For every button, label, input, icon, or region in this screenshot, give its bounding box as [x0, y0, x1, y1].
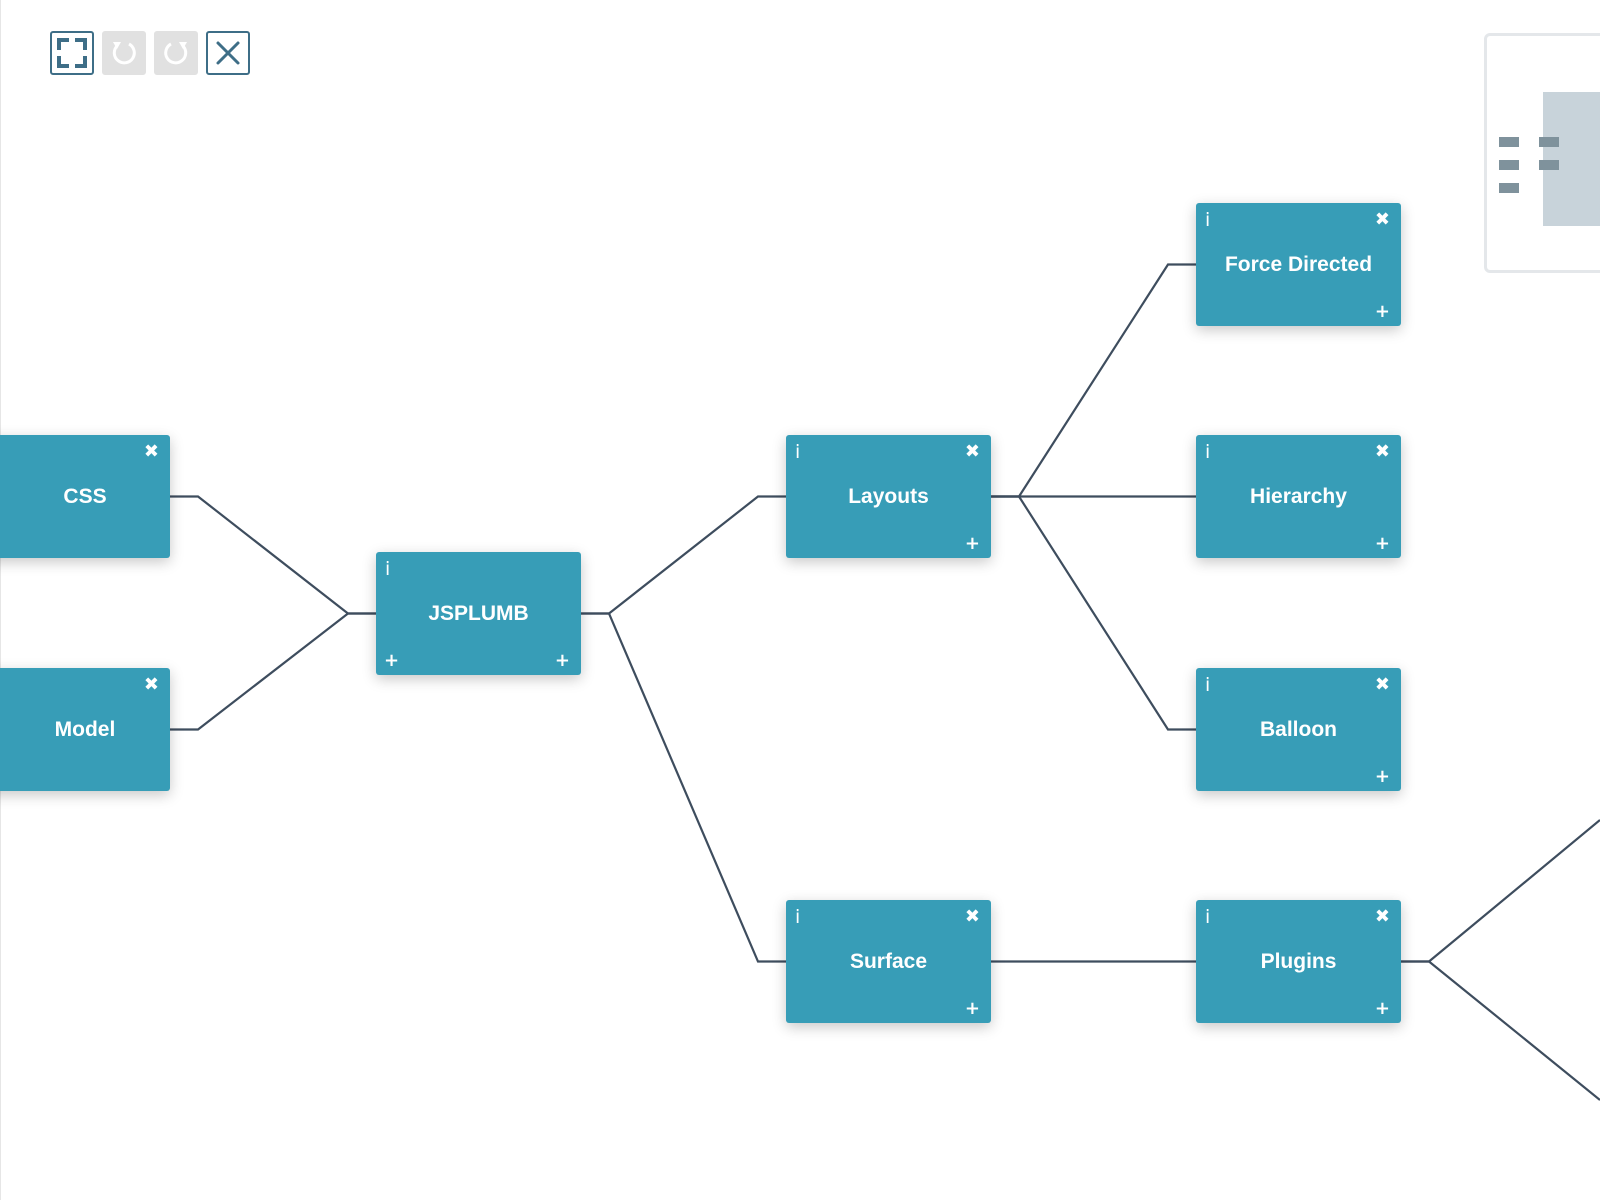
- delete-icon[interactable]: ✖: [1374, 906, 1390, 927]
- edge-layouts-force_directed[interactable]: [991, 263, 1196, 498]
- info-icon[interactable]: i: [795, 906, 801, 928]
- canvas-toolbar: [50, 31, 250, 75]
- delete-icon[interactable]: ✖: [1374, 441, 1390, 462]
- delete-icon[interactable]: ✖: [143, 674, 159, 695]
- node-balloon[interactable]: i ✖ Balloon +: [1196, 668, 1401, 791]
- node-label: Force Directed: [1224, 252, 1373, 276]
- close-icon: [216, 41, 240, 65]
- info-icon[interactable]: i: [795, 441, 801, 463]
- add-child-icon[interactable]: +: [964, 533, 980, 554]
- miniview-viewport[interactable]: [1543, 92, 1600, 226]
- edge-model-jsplumb[interactable]: [170, 612, 376, 731]
- delete-icon[interactable]: ✖: [964, 441, 980, 462]
- undo-icon: [112, 42, 136, 65]
- info-icon[interactable]: i: [1205, 209, 1211, 231]
- node-label: Surface: [849, 949, 928, 973]
- node-label: Model: [54, 717, 116, 741]
- miniview-node: [1539, 160, 1559, 170]
- info-icon[interactable]: i: [1205, 906, 1211, 928]
- edge-css-jsplumb[interactable]: [170, 495, 376, 615]
- add-parent-icon[interactable]: +: [384, 650, 400, 671]
- add-child-icon[interactable]: +: [1374, 998, 1390, 1019]
- info-icon[interactable]: i: [1205, 441, 1211, 463]
- redo-button[interactable]: [154, 31, 198, 75]
- add-child-icon[interactable]: +: [1374, 766, 1390, 787]
- miniview-node: [1499, 160, 1519, 170]
- redo-icon: [164, 42, 188, 65]
- node-force-directed[interactable]: i ✖ Force Directed +: [1196, 203, 1401, 326]
- miniview[interactable]: [1484, 33, 1600, 273]
- node-jsplumb[interactable]: i JSPLUMB + +: [376, 552, 581, 675]
- miniview-node: [1539, 137, 1559, 147]
- info-icon[interactable]: i: [1205, 674, 1211, 696]
- node-plugins[interactable]: i ✖ Plugins +: [1196, 900, 1401, 1023]
- add-child-icon[interactable]: +: [1374, 301, 1390, 322]
- node-css[interactable]: CSS ✖: [0, 435, 170, 558]
- edge-jsplumb-surface[interactable]: [581, 612, 786, 963]
- miniview-node: [1499, 137, 1519, 147]
- delete-icon[interactable]: ✖: [143, 441, 159, 462]
- node-label: Plugins: [1260, 949, 1337, 973]
- edge-plugins-offscreen-2[interactable]: [1401, 960, 1600, 1101]
- clear-button[interactable]: [206, 31, 250, 75]
- edge-jsplumb-layouts[interactable]: [581, 495, 786, 615]
- node-layouts[interactable]: i ✖ Layouts +: [786, 435, 991, 558]
- node-label: CSS: [63, 484, 107, 508]
- add-child-icon[interactable]: +: [964, 998, 980, 1019]
- undo-button[interactable]: [102, 31, 146, 75]
- node-model[interactable]: Model ✖: [0, 668, 170, 791]
- node-label: Balloon: [1260, 717, 1337, 741]
- edge-layouts-balloon[interactable]: [991, 495, 1196, 731]
- node-surface[interactable]: i ✖ Surface +: [786, 900, 991, 1023]
- canvas-left-border: [0, 0, 1, 1200]
- miniview-node: [1499, 183, 1519, 193]
- zoom-to-fit-button[interactable]: [50, 31, 94, 75]
- edge-plugins-offscreen-1[interactable]: [1401, 819, 1600, 963]
- add-child-icon[interactable]: +: [554, 650, 570, 671]
- delete-icon[interactable]: ✖: [964, 906, 980, 927]
- node-label: Hierarchy: [1250, 484, 1347, 508]
- delete-icon[interactable]: ✖: [1374, 209, 1390, 230]
- node-label: JSPLUMB: [428, 601, 529, 625]
- add-child-icon[interactable]: +: [1374, 533, 1390, 554]
- delete-icon[interactable]: ✖: [1374, 674, 1390, 695]
- info-icon[interactable]: i: [385, 558, 391, 580]
- fullscreen-icon: [57, 38, 87, 68]
- node-label: Layouts: [848, 484, 929, 508]
- node-hierarchy[interactable]: i ✖ Hierarchy +: [1196, 435, 1401, 558]
